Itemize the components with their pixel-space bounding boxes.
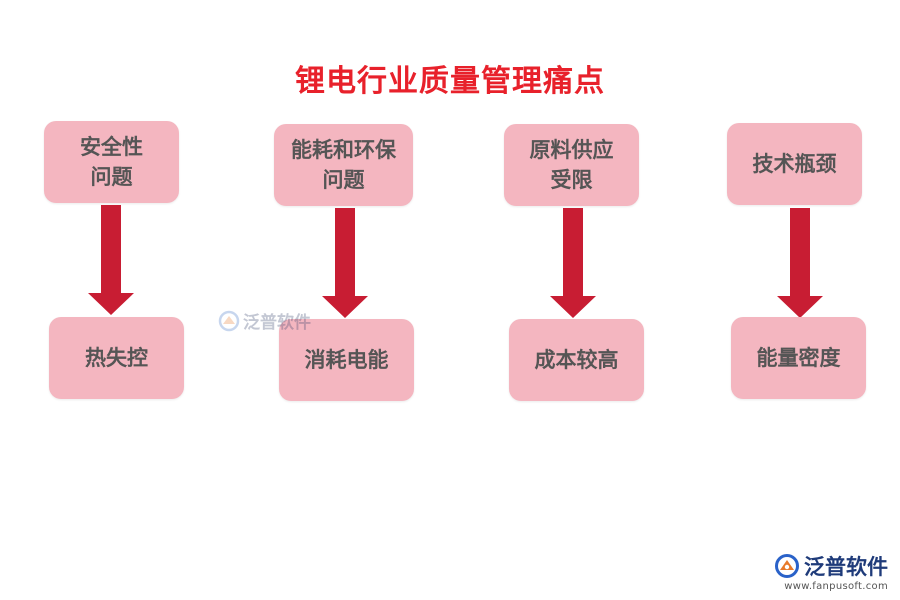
top-box-4-line-1: 技术瓶颈 <box>752 151 837 176</box>
arrow-down-1 <box>88 205 134 315</box>
bottom-box-1: 热失控 <box>49 317 184 399</box>
diagram-title: 锂电行业质量管理痛点 <box>295 64 605 99</box>
bottom-box-3-label: 成本较高 <box>534 347 619 372</box>
top-box-3-line-2: 受限 <box>550 167 593 192</box>
top-box-2-line-2: 问题 <box>322 167 365 192</box>
top-box-3-line-1: 原料供应 <box>529 137 614 162</box>
top-box-2-line-1: 能耗和环保 <box>291 137 396 162</box>
top-box-3: 原料供应 受限 <box>504 124 639 206</box>
arrow-down-4 <box>777 208 823 318</box>
top-box-1-line-1: 安全性 <box>80 134 143 159</box>
top-box-1: 安全性 问题 <box>44 121 179 203</box>
watermark: 泛普软件 <box>218 308 311 333</box>
top-box-4: 技术瓶颈 <box>727 123 862 205</box>
bottom-box-4-label: 能量密度 <box>756 345 841 370</box>
top-box-1-line-2: 问题 <box>90 164 133 189</box>
bottom-box-2-label: 消耗电能 <box>304 347 389 372</box>
top-box-2: 能耗和环保 问题 <box>274 124 413 206</box>
bottom-box-4: 能量密度 <box>731 317 866 399</box>
brand-logo: 泛普软件 www.fanpusoft.com <box>774 551 888 592</box>
bottom-box-1-label: 热失控 <box>85 345 148 370</box>
fanpu-logo-icon <box>218 310 240 331</box>
brand-url: www.fanpusoft.com <box>784 581 888 592</box>
bottom-box-2: 消耗电能 <box>279 319 414 401</box>
watermark-text: 泛普软件 <box>243 313 311 333</box>
bottom-box-3: 成本较高 <box>509 319 644 401</box>
arrow-down-2 <box>322 208 368 318</box>
arrow-down-3 <box>550 208 596 318</box>
brand-name: 泛普软件 <box>804 555 888 579</box>
fanpu-logo-icon <box>775 554 799 578</box>
